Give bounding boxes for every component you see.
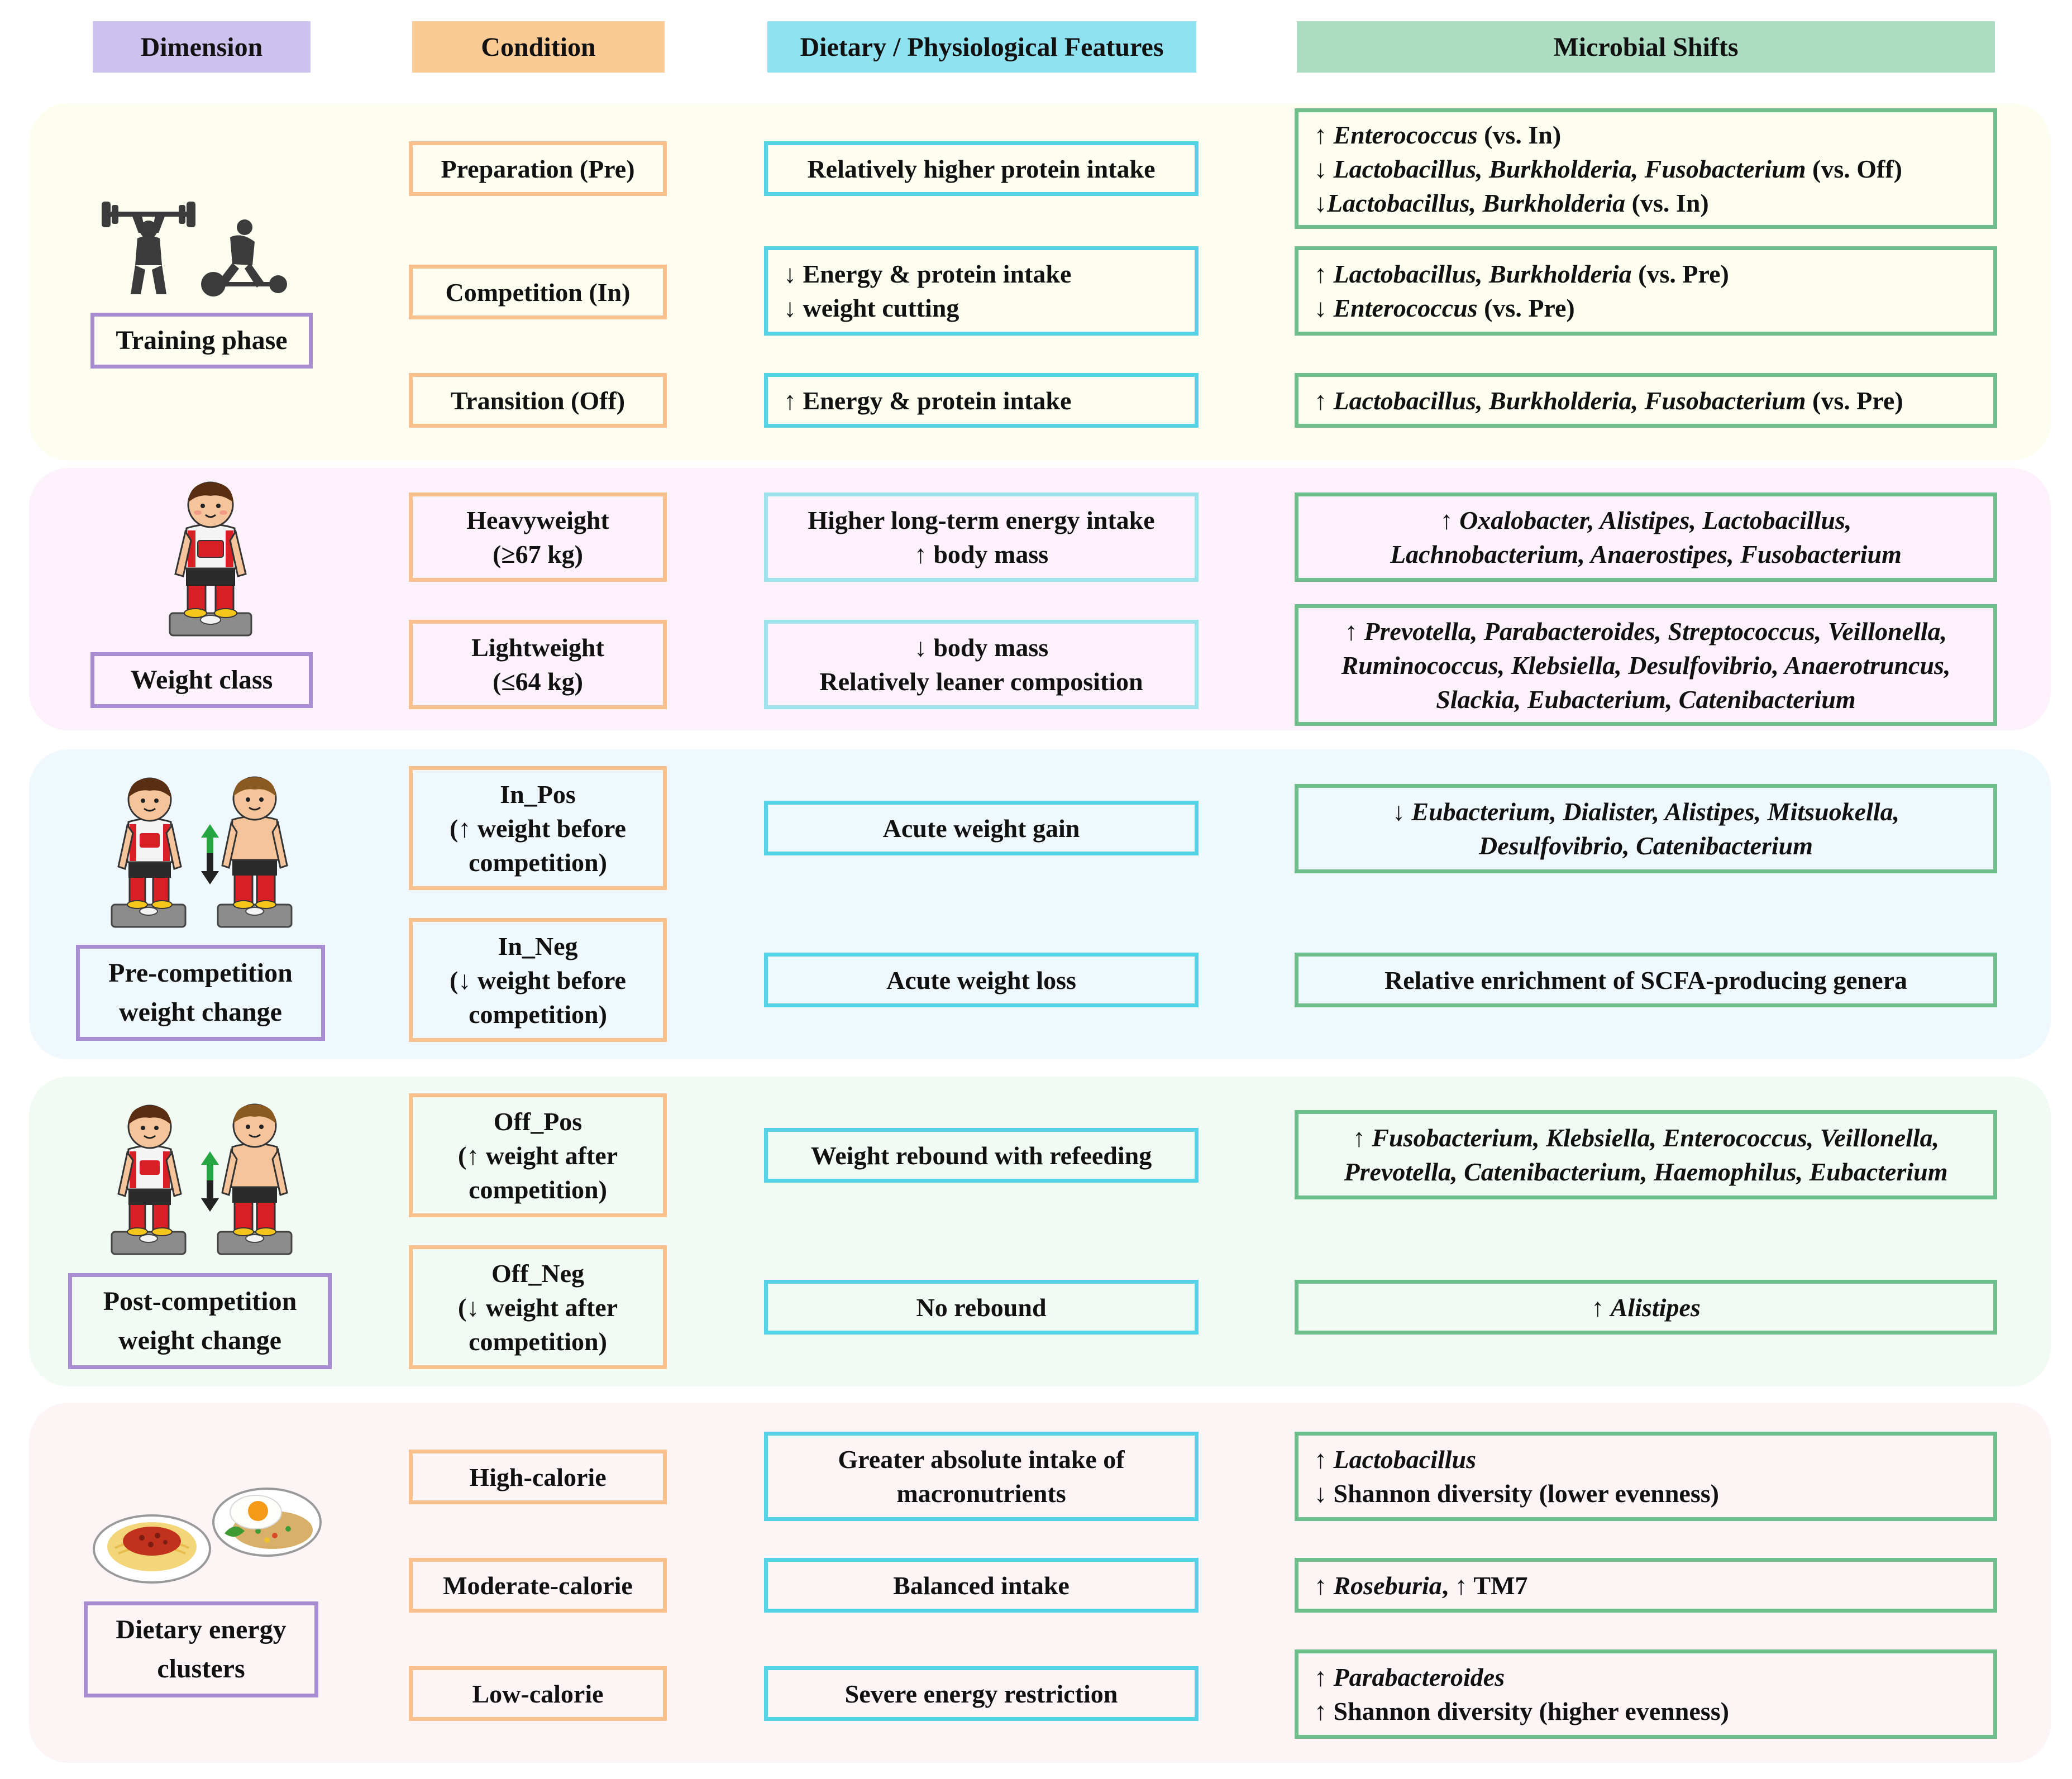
- condition-in-pos: In_Pos (↑ weight before competition): [409, 766, 667, 890]
- feature-preparation: Relatively higher protein intake: [764, 141, 1199, 196]
- dimension-post-competition: Post-competition weight change: [68, 1273, 332, 1369]
- condition-high-calorie: High-calorie: [409, 1450, 667, 1504]
- shift-in-neg: Relative enrichment of SCFA-producing ge…: [1295, 953, 1997, 1007]
- shift-preparation: ↑ Enterococcus (vs. In) ↓ Lactobacillus,…: [1295, 108, 1997, 229]
- condition-low-calorie: Low-calorie: [409, 1666, 667, 1721]
- feature-in-pos: Acute weight gain: [764, 801, 1199, 855]
- feature-off-neg: No rebound: [764, 1280, 1199, 1335]
- condition-off-pos: Off_Pos (↑ weight after competition): [409, 1093, 667, 1217]
- condition-in-neg: In_Neg (↓ weight before competition): [409, 918, 667, 1042]
- shift-in-pos: ↓ Eubacterium, Dialister, Alistipes, Mit…: [1295, 784, 1997, 873]
- shift-moderate-calorie: ↑ Roseburia, ↑ TM7: [1295, 1558, 1997, 1613]
- condition-moderate-calorie: Moderate-calorie: [409, 1558, 667, 1613]
- shift-transition: ↑ Lactobacillus, Burkholderia, Fusobacte…: [1295, 373, 1997, 428]
- feature-transition: ↑ Energy & protein intake: [764, 373, 1199, 428]
- condition-heavyweight: Heavyweight (≥67 kg): [409, 492, 667, 582]
- condition-lightweight: Lightweight (≤64 kg): [409, 620, 667, 709]
- feature-high-calorie: Greater absolute intake of macronutrient…: [764, 1432, 1199, 1521]
- feature-lightweight: ↓ body mass Relatively leaner compositio…: [764, 620, 1199, 709]
- dimension-weight-class: Weight class: [90, 652, 313, 708]
- feature-competition: ↓ Energy & protein intake ↓ weight cutti…: [764, 246, 1199, 336]
- shift-low-calorie: ↑ Parabacteroides ↑ Shannon diversity (h…: [1295, 1649, 1997, 1739]
- header-dimension: Dimension: [93, 21, 311, 73]
- feature-heavyweight: Higher long-term energy intake ↑ body ma…: [764, 492, 1199, 582]
- feature-off-pos: Weight rebound with refeeding: [764, 1128, 1199, 1183]
- band-weight-class: [29, 468, 2051, 730]
- dimension-training-phase: Training phase: [90, 313, 313, 369]
- feature-in-neg: Acute weight loss: [764, 953, 1199, 1007]
- weightlifter-icon: [102, 202, 287, 297]
- shift-heavyweight: ↑ Oxalobacter, Alistipes, Lactobacillus,…: [1295, 492, 1997, 582]
- header-shifts: Microbial Shifts: [1297, 21, 1995, 73]
- condition-preparation: Preparation (Pre): [409, 141, 667, 196]
- shift-off-pos: ↑ Fusobacterium, Klebsiella, Enterococcu…: [1295, 1110, 1997, 1199]
- weight-change-icon: [111, 776, 293, 928]
- feature-moderate-calorie: Balanced intake: [764, 1558, 1199, 1613]
- shift-lightweight: ↑ Prevotella, Parabacteroides, Streptoco…: [1295, 604, 1997, 726]
- condition-off-neg: Off_Neg (↓ weight after competition): [409, 1245, 667, 1369]
- shift-off-neg: ↑ Alistipes: [1295, 1280, 1997, 1335]
- food-plates-icon: [93, 1488, 322, 1584]
- header-features: Dietary / Physiological Features: [767, 21, 1196, 73]
- shift-competition: ↑ Lactobacillus, Burkholderia (vs. Pre) …: [1295, 246, 1997, 336]
- header-condition: Condition: [412, 21, 665, 73]
- weight-change-icon: [111, 1103, 293, 1255]
- band-dietary-energy: [29, 1403, 2051, 1763]
- condition-transition: Transition (Off): [409, 373, 667, 428]
- band-training-phase: [29, 103, 2051, 461]
- feature-low-calorie: Severe energy restriction: [764, 1666, 1199, 1721]
- shift-high-calorie: ↑ Lactobacillus ↓ Shannon diversity (low…: [1295, 1432, 1997, 1521]
- athlete-on-scale-icon: [169, 481, 252, 637]
- dimension-dietary-energy: Dietary energy clusters: [84, 1601, 318, 1697]
- dimension-pre-competition: Pre-competition weight change: [76, 945, 325, 1041]
- condition-competition: Competition (In): [409, 265, 667, 319]
